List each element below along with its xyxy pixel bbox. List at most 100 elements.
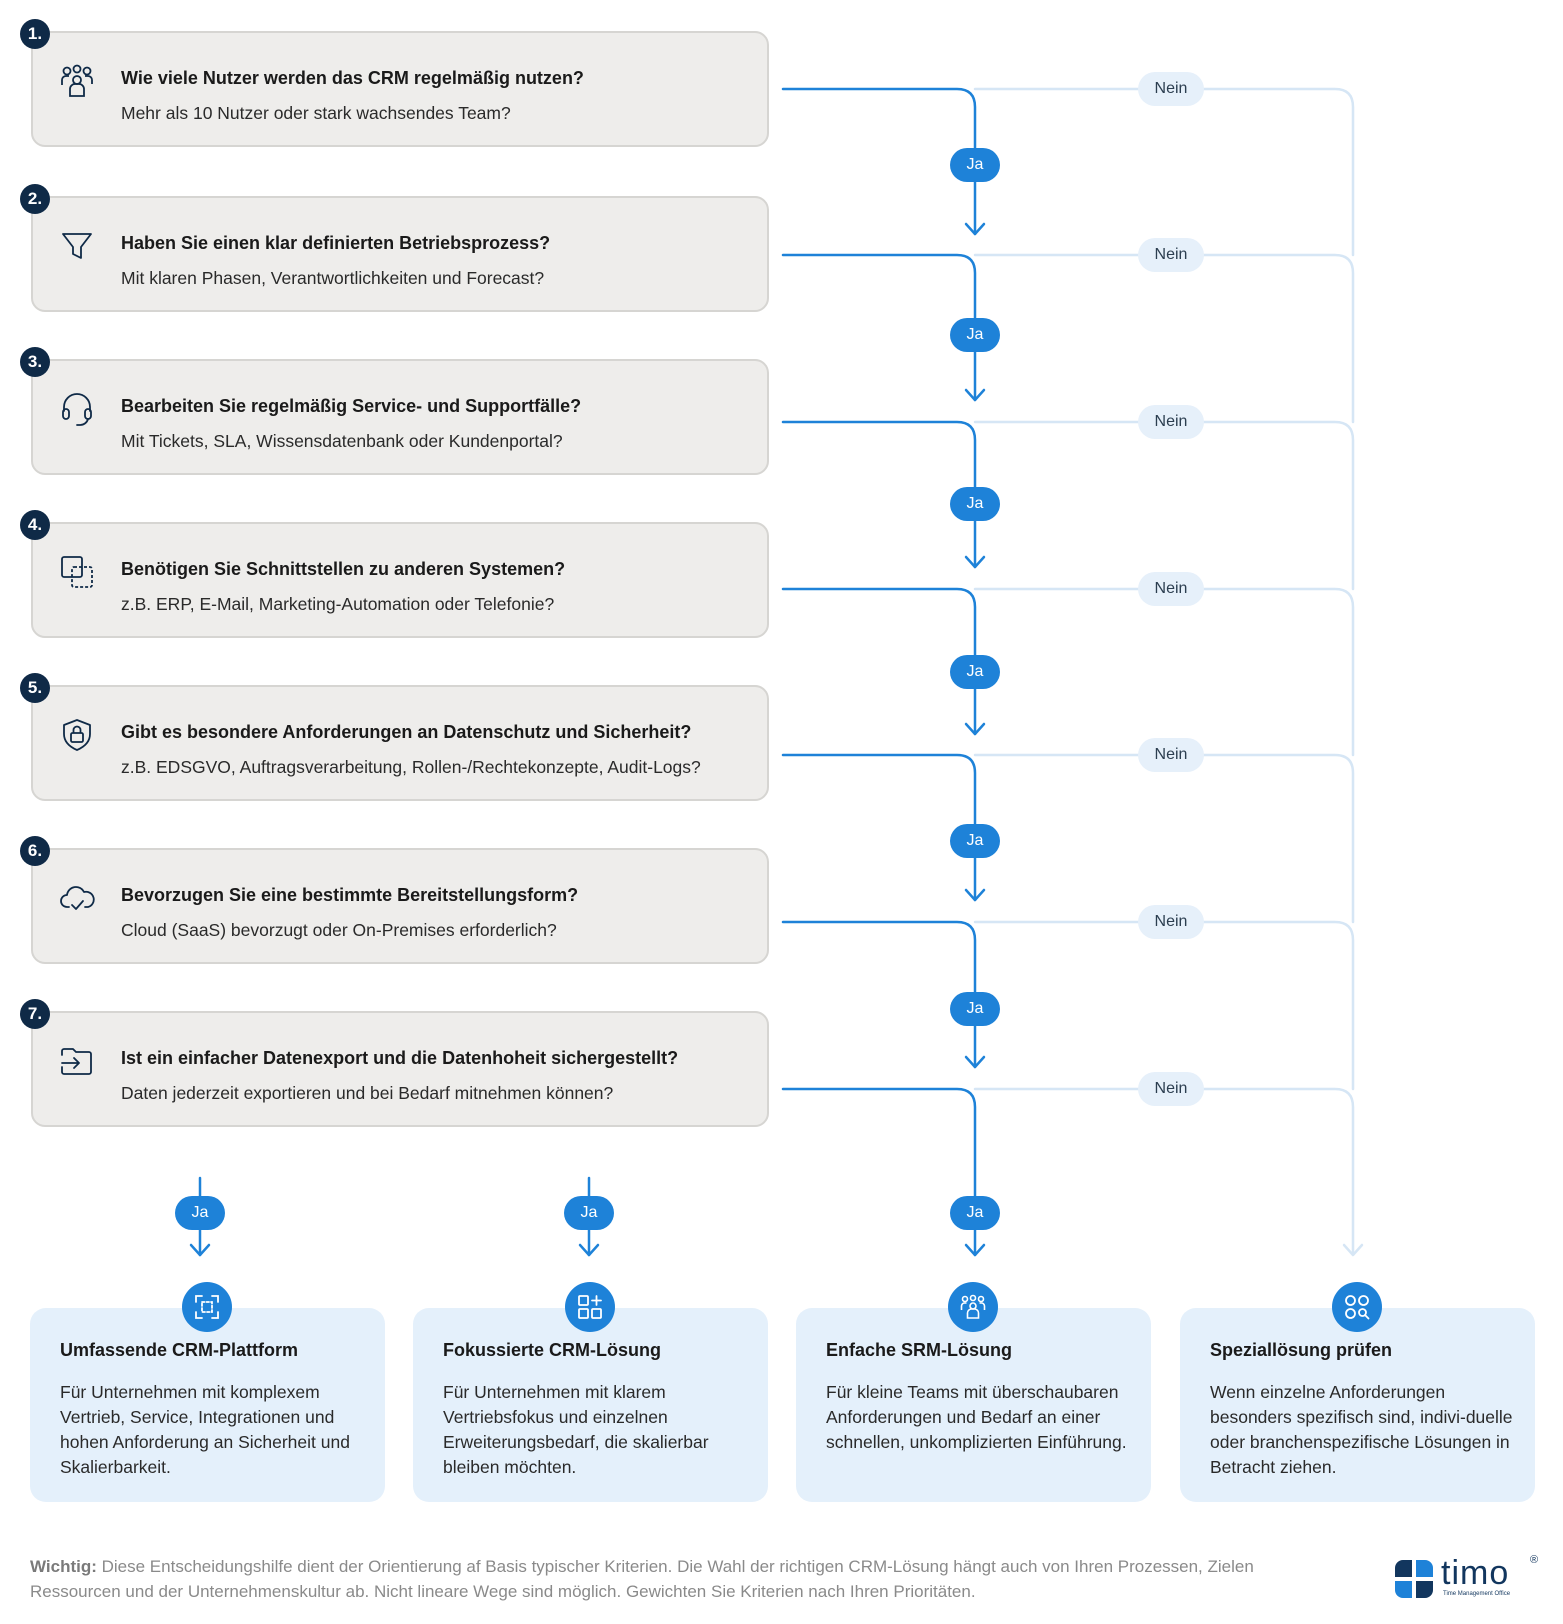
- question-subtitle: z.B. EDSGVO, Auftragsverarbeitung, Rolle…: [121, 757, 701, 777]
- question-box-1: 1. Wie viele Nutzer werden das CRM regel…: [20, 19, 769, 147]
- yes-label: Ja: [950, 992, 1000, 1026]
- no-branch-line: [973, 920, 1355, 1091]
- no-label: Nein: [1138, 72, 1204, 106]
- yes-branch-line: [781, 1087, 977, 1257]
- logo-registered: ®: [1530, 1554, 1539, 1566]
- export-icon: [61, 1048, 92, 1075]
- result-description: Wenn einzelne Anforderungen besonders sp…: [1210, 1382, 1513, 1477]
- question-title: Ist ein einfacher Datenexport und die Da…: [121, 1048, 679, 1068]
- no-branch-line: [973, 1087, 1355, 1256]
- step-number: 5.: [20, 673, 50, 703]
- shield-lock-icon: [63, 719, 91, 751]
- step-number: 6.: [20, 836, 50, 866]
- logo-mark-icon: [1395, 1560, 1433, 1598]
- yes-arrowhead: [964, 888, 986, 902]
- result-description: Für kleine Teams mit überschaubaren Anfo…: [826, 1382, 1127, 1452]
- result-card-4: Speziallösung prüfen Wenn einzelne Anfor…: [1180, 1282, 1535, 1502]
- question-box-7: 7. Ist ein einfacher Datenexport und die…: [20, 999, 769, 1127]
- footer-text: Diese Entscheidungshilfe dient der Orien…: [30, 1557, 1254, 1601]
- result-card-1: Umfassende CRM-Plattform Für Unternehmen…: [30, 1282, 385, 1502]
- question-title: Haben Sie einen klar definierten Betrieb…: [121, 233, 551, 253]
- yes-label: Ja: [175, 1196, 225, 1230]
- footer-note: Wichtig: Diese Entscheidungshilfe dient …: [30, 1554, 1260, 1604]
- result-icon-badge: [1332, 1282, 1382, 1332]
- integration-icon: [61, 556, 93, 588]
- yes-arrowhead: [964, 1243, 986, 1257]
- yes-label: Ja: [950, 487, 1000, 521]
- yes-branch-line: [781, 253, 977, 402]
- result-title: Enfache SRM-Lösung: [826, 1340, 1013, 1360]
- team-icon: [960, 1294, 986, 1319]
- result-title: Umfassende CRM-Plattform: [60, 1340, 299, 1360]
- yes-branch-line: [781, 920, 977, 1069]
- question-box-3: 3. Bearbeiten Sie regelmäßig Service- un…: [20, 347, 769, 475]
- grid-plus-icon: [578, 1295, 602, 1319]
- yes-branch-line: [781, 420, 977, 569]
- yes-arrowhead: [964, 222, 986, 236]
- logo-name: timo: [1441, 1554, 1510, 1592]
- no-arrowhead: [1342, 1243, 1364, 1257]
- yes-label: Ja: [950, 1196, 1000, 1230]
- yes-arrowhead: [189, 1243, 211, 1257]
- question-subtitle: Mehr als 10 Nutzer oder stark wachsendes…: [121, 103, 511, 123]
- timo-logo: timo ® Time Management Office: [1395, 1554, 1540, 1600]
- question-box-5: 5. Gibt es besondere Anforderungen an Da…: [20, 673, 769, 801]
- no-branch-line: [973, 253, 1355, 424]
- yes-arrowhead: [964, 388, 986, 402]
- yes-arrowhead: [964, 555, 986, 569]
- question-subtitle: Daten jederzeit exportieren und bei Beda…: [121, 1083, 614, 1103]
- step-number: 4.: [20, 510, 50, 540]
- result-title: Speziallösung prüfen: [1210, 1340, 1393, 1360]
- no-label: Nein: [1138, 238, 1204, 272]
- step-number: 7.: [20, 999, 50, 1029]
- step-number: 1.: [20, 19, 50, 49]
- yes-label: Ja: [950, 824, 1000, 858]
- question-title: Bevorzugen Sie eine bestimmte Bereitstel…: [121, 885, 579, 905]
- result-card-2: Fokussierte CRM-Lösung Für Unternehmen m…: [413, 1282, 768, 1502]
- question-box-2: 2. Haben Sie einen klar definierten Betr…: [20, 184, 769, 312]
- yes-label: Ja: [950, 655, 1000, 689]
- logo-tagline: Time Management Office: [1443, 1591, 1511, 1597]
- yes-branch-line: [781, 587, 977, 736]
- question-subtitle: Mit klaren Phasen, Verantwortlichkeiten …: [121, 268, 545, 288]
- step-number: 2.: [20, 184, 50, 214]
- result-icon-badge: [565, 1282, 615, 1332]
- result-icon-badge: [948, 1282, 998, 1332]
- question-box-4: 4. Benötigen Sie Schnittstellen zu ander…: [20, 510, 769, 638]
- no-label: Nein: [1138, 905, 1204, 939]
- question-box-6: 6. Bevorzugen Sie eine bestimmte Bereits…: [20, 836, 769, 964]
- question-title: Wie viele Nutzer werden das CRM regelmäß…: [121, 68, 584, 88]
- yes-arrowhead: [964, 722, 986, 736]
- no-label: Nein: [1138, 1072, 1204, 1106]
- expand-frame-icon: [195, 1295, 219, 1319]
- result-description: Für Unternehmen mit komplexem Vertrieb, …: [60, 1382, 350, 1477]
- funnel-icon: [62, 233, 92, 259]
- footer-label: Wichtig:: [30, 1557, 97, 1576]
- grid-search-icon: [1345, 1295, 1370, 1320]
- question-subtitle: Cloud (SaaS) bevorzugt oder On-Premises …: [121, 920, 557, 940]
- users-icon: [61, 64, 93, 97]
- no-branch-line: [973, 420, 1355, 591]
- question-title: Benötigen Sie Schnittstellen zu anderen …: [121, 559, 566, 579]
- yes-arrowhead: [964, 1055, 986, 1069]
- result-card-3: Enfache SRM-Lösung Für kleine Teams mit …: [796, 1282, 1151, 1502]
- yes-branch-line: [781, 753, 977, 902]
- result-title: Fokussierte CRM-Lösung: [443, 1340, 662, 1360]
- no-branch-line: [973, 87, 1355, 257]
- no-label: Nein: [1138, 738, 1204, 772]
- question-title: Gibt es besondere Anforderungen an Daten…: [121, 722, 692, 742]
- yes-label: Ja: [564, 1196, 614, 1230]
- result-icon-badge: [182, 1282, 232, 1332]
- yes-label: Ja: [950, 318, 1000, 352]
- question-subtitle: Mit Tickets, SLA, Wissensdatenbank oder …: [121, 431, 563, 451]
- yes-arrowhead: [578, 1243, 600, 1257]
- no-label: Nein: [1138, 572, 1204, 606]
- cloud-check-icon: [60, 886, 95, 910]
- no-branch-line: [973, 587, 1355, 757]
- headset-icon: [62, 393, 92, 426]
- question-subtitle: z.B. ERP, E-Mail, Marketing-Automation o…: [121, 594, 555, 614]
- yes-label: Ja: [950, 148, 1000, 182]
- result-description: Für Unternehmen mit klarem Vertriebsfoku…: [443, 1382, 709, 1477]
- no-branch-line: [973, 753, 1355, 924]
- yes-branch-line: [781, 87, 977, 236]
